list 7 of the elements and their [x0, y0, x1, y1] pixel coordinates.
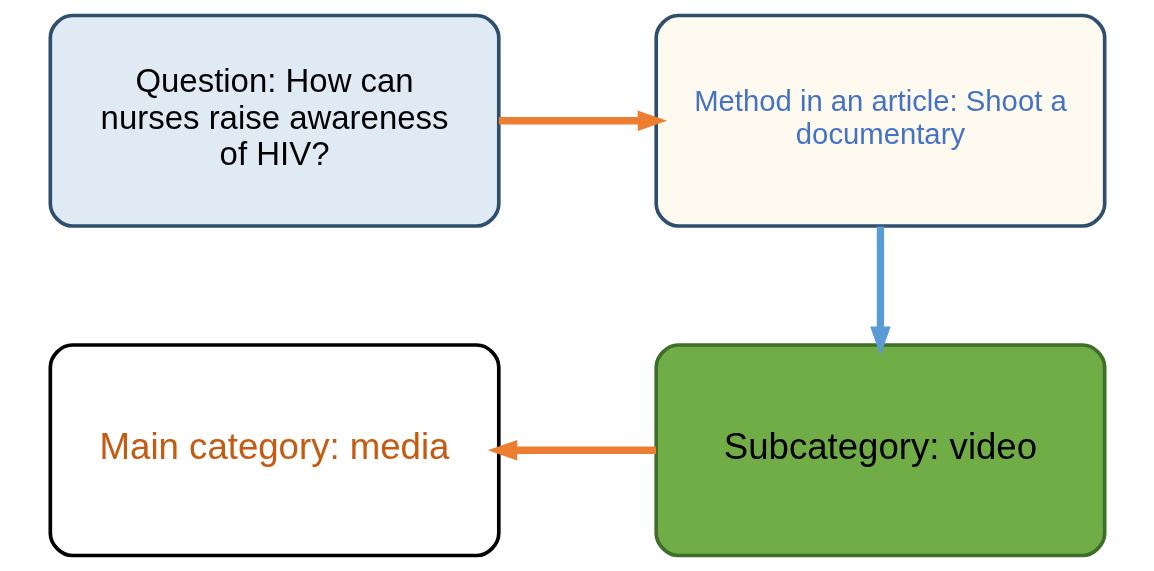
- node-box: Main category: media: [48, 343, 501, 558]
- arrow: [487, 439, 656, 461]
- arrow: [498, 110, 667, 132]
- node-box: Subcategory: video: [653, 343, 1106, 558]
- node-box: Method in an article: Shoot a documentary: [653, 13, 1106, 228]
- arrow: [869, 226, 891, 356]
- node-box: Question: How can nurses raise awareness of HIV?: [48, 13, 501, 228]
